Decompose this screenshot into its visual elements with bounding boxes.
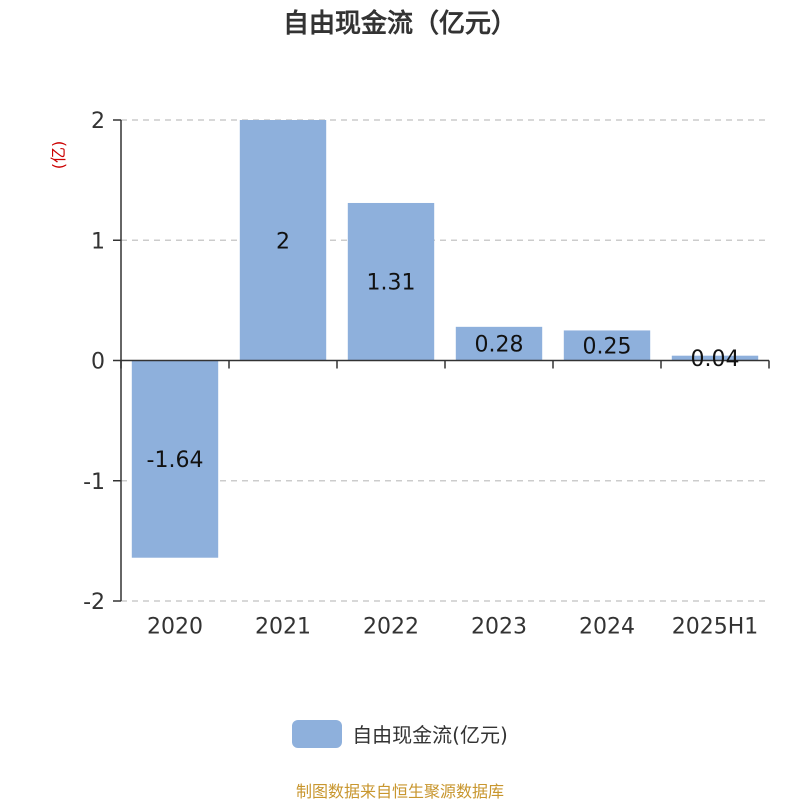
bar-2024: [563, 330, 651, 361]
y-tick-label: -1: [83, 470, 105, 495]
y-tick-label: -2: [83, 590, 105, 615]
bar-2022: [347, 202, 435, 361]
x-tick-label: 2022: [363, 615, 419, 640]
legend[interactable]: 自由现金流(亿元): [0, 719, 800, 748]
bars: [131, 120, 759, 558]
data-label: 0.25: [583, 334, 632, 359]
x-tick-label: 2021: [255, 615, 311, 640]
y-axis-unit-label: (亿): [49, 141, 68, 170]
x-tick-label: 2025H1: [672, 615, 759, 640]
axes: 2 1 0 -1 -2 2020 2021 2022 2023 2024 2025H1: [83, 109, 770, 640]
chart-title: 自由现金流（亿元）: [282, 9, 517, 39]
legend-label: 自由现金流(亿元): [352, 723, 508, 747]
data-labels: -1.64 2 1.31 0.28 0.25 0.04: [147, 229, 740, 473]
x-tick-label: 2020: [147, 615, 203, 640]
bar-2021: [239, 120, 327, 361]
bar-2023: [455, 326, 543, 361]
y-tick-label: 1: [91, 229, 105, 254]
data-label: 0.28: [475, 333, 524, 358]
data-label: 2: [276, 229, 290, 254]
source-note: 制图数据来自恒生聚源数据库: [295, 782, 504, 801]
data-label: -1.64: [147, 448, 204, 473]
gridlines: [121, 119, 769, 602]
x-tick-label: 2024: [579, 615, 635, 640]
bar-2020: [131, 360, 219, 558]
x-tick-label: 2023: [471, 615, 527, 640]
y-tick-label: 2: [91, 109, 105, 134]
data-label: 1.31: [367, 271, 416, 296]
bar-2025H1: [671, 355, 759, 361]
legend-swatch: [292, 719, 343, 748]
y-tick-label: 0: [91, 350, 105, 375]
data-label: 0.04: [691, 347, 740, 372]
